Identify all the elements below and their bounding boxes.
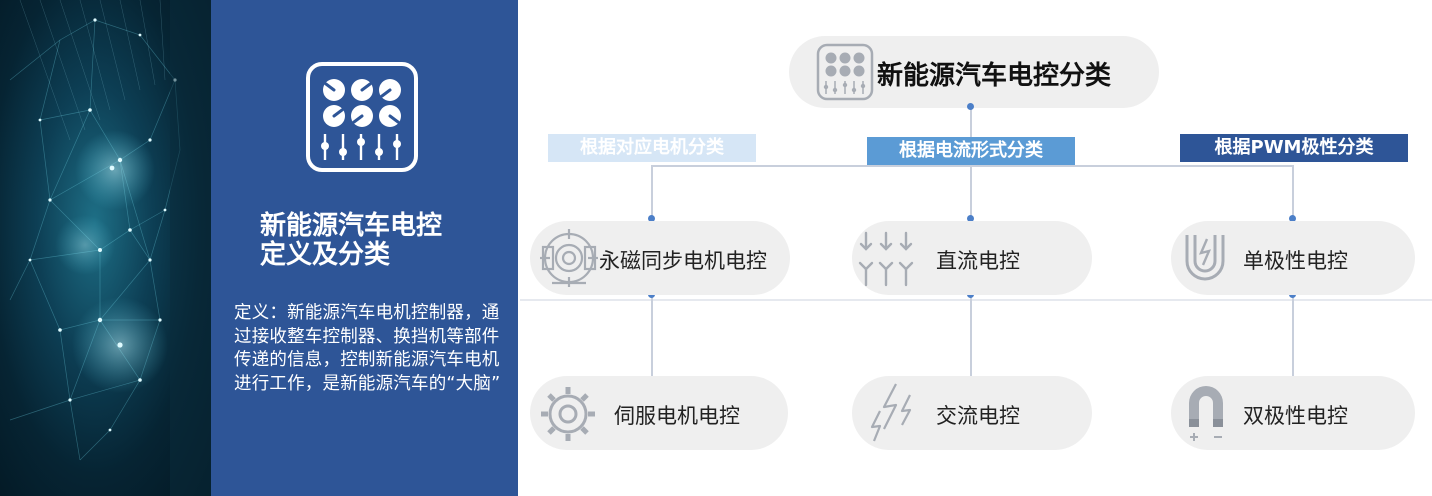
sub-connector-1: [651, 293, 653, 377]
category-label-pwm: 根据PWM极性分类: [1180, 134, 1408, 162]
servo-gear-icon: [541, 387, 595, 441]
title-line-2: 定义及分类: [260, 240, 391, 270]
root-title: 新能源汽车电控分类: [877, 61, 1112, 91]
connector-dot: [1289, 215, 1296, 222]
ai-face-illustration: [0, 0, 211, 496]
connector-dot: [648, 215, 655, 222]
motor-icon: [540, 229, 598, 287]
row-divider: [520, 299, 1432, 301]
node-label: 永磁同步电机电控: [599, 249, 767, 273]
connector-dot: [967, 215, 974, 222]
title-line-1: 新能源汽车电控: [260, 211, 443, 241]
category-label-current: 根据电流形式分类: [867, 137, 1075, 165]
sub-connector-3: [1292, 293, 1294, 377]
ac-lightning-icon: [870, 383, 912, 442]
definition-title: 新能源汽车电控 定义及分类: [260, 212, 510, 270]
node-ac-controller: 交流电控: [852, 376, 1092, 450]
magnet-lightning-icon: [1185, 235, 1225, 281]
branch-connector-1: [651, 165, 653, 220]
control-panel-logo: [306, 62, 418, 172]
dials-sliders-icon: [816, 43, 874, 101]
node-label: 伺服电机电控: [614, 404, 740, 428]
node-servo-controller: 伺服电机电控: [530, 376, 788, 450]
dials-sliders-icon: [321, 79, 401, 160]
horseshoe-magnet-icon: [1189, 386, 1223, 441]
root-node: 新能源汽车电控分类: [789, 36, 1159, 108]
node-label: 单极性电控: [1243, 249, 1348, 273]
category-connector: [651, 165, 1293, 167]
sub-connector-2: [970, 293, 972, 377]
node-label: 直流电控: [936, 249, 1020, 273]
definition-text: 定义：新能源汽车电机控制器，通过接收整车控制器、换挡机等部件传递的信息，控制新能…: [234, 303, 501, 394]
node-pmsm-controller: 永磁同步电机电控: [530, 221, 790, 295]
node-dc-controller: 直流电控: [852, 221, 1092, 295]
node-unipolar-controller: 单极性电控: [1171, 221, 1415, 295]
connector-dot: [967, 103, 974, 110]
node-bipolar-controller: 双极性电控: [1171, 376, 1415, 450]
node-label: 交流电控: [936, 404, 1020, 428]
branch-connector-3: [1292, 165, 1294, 220]
dc-arrows-icon: [858, 231, 914, 287]
category-label-motor: 根据对应电机分类: [548, 134, 756, 162]
node-label: 双极性电控: [1243, 404, 1348, 428]
